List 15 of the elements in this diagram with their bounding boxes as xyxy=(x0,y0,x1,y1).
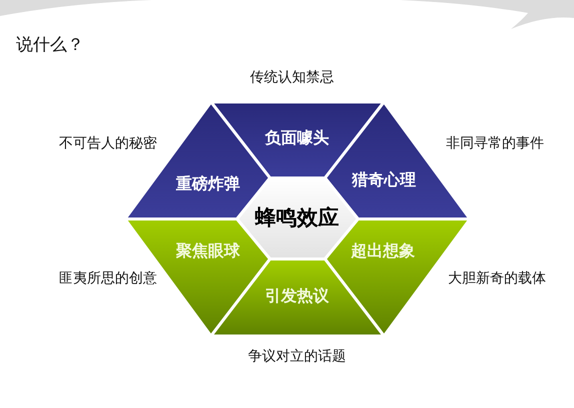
segment-caption: 传统认知禁忌 xyxy=(250,70,334,86)
segment-label: 引发热议 xyxy=(265,287,329,305)
segment-label: 聚焦眼球 xyxy=(176,242,240,260)
segment-caption: 非同寻常的事件 xyxy=(446,136,544,152)
segment-caption: 匪夷所思的创意 xyxy=(59,271,157,287)
segment-label: 猎奇心理 xyxy=(352,171,416,189)
trapezoid-segment xyxy=(211,259,384,336)
segment-label: 超出想象 xyxy=(351,242,415,260)
segment-label: 负面噱头 xyxy=(265,129,329,147)
segment-label: 重磅炸弹 xyxy=(176,175,240,193)
page-title: 说什么？ xyxy=(16,35,84,56)
center-title: 蜂鸣效应 xyxy=(255,206,339,230)
segment-caption: 争议对立的话题 xyxy=(248,349,346,365)
segment-caption: 大胆新奇的载体 xyxy=(448,271,546,287)
segment-caption: 不可告人的秘密 xyxy=(59,136,157,152)
